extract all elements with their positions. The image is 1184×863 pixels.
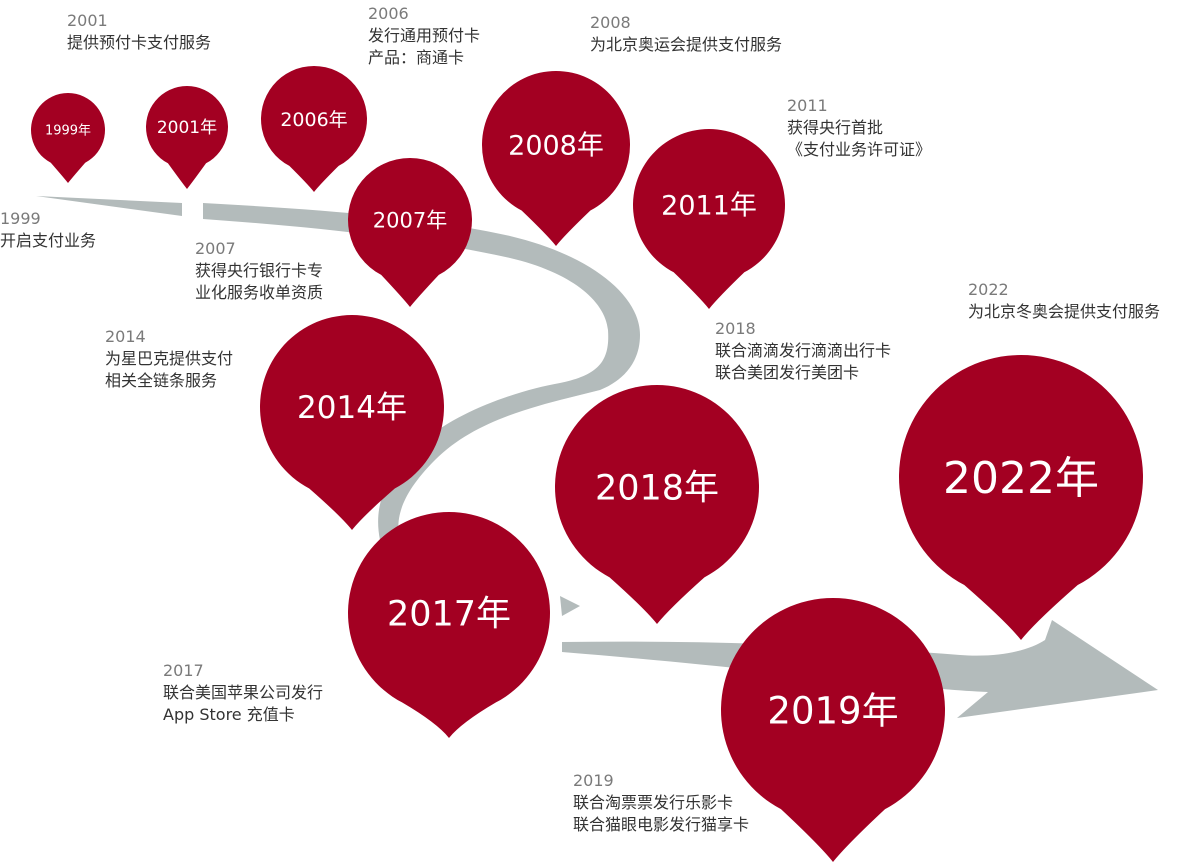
- milestone-text: 为星巴克提供支付: [105, 349, 234, 368]
- pin-year-label: 2008年: [508, 131, 604, 162]
- pin-year-label: 2018年: [595, 469, 719, 509]
- milestone-text: 获得央行首批: [787, 118, 884, 137]
- milestone-note-2007: 2007 获得央行银行卡专 业化服务收单资质: [195, 238, 323, 304]
- map-pin-icon: [348, 511, 550, 738]
- map-pin-icon: [261, 66, 367, 192]
- milestone-note-2017: 2017 联合美国苹果公司发行 App Store 充值卡: [163, 660, 323, 726]
- timeline-pin-2018: 2018年: [554, 385, 759, 624]
- timeline-pin-2006: 2006年: [261, 66, 367, 192]
- map-pin-icon: [260, 315, 444, 530]
- milestone-year: 2008: [590, 13, 631, 32]
- timeline-pin-2007: 2007年: [348, 158, 472, 307]
- milestone-year: 2018: [715, 319, 756, 338]
- map-pin-icon: [348, 158, 472, 307]
- milestone-text: 联合美团发行美团卡: [715, 363, 860, 382]
- milestone-year: 2019: [573, 771, 614, 790]
- map-pin-icon: [554, 385, 759, 624]
- pin-year-label: 2017年: [387, 595, 511, 635]
- milestone-note-1999: 1999 开启支付业务: [0, 208, 96, 252]
- milestone-text: App Store 充值卡: [163, 705, 295, 724]
- pin-year-label: 2007年: [373, 209, 447, 233]
- timeline-path-segment: [36, 196, 182, 216]
- map-pin-icon: [145, 85, 228, 189]
- map-pin-icon: [898, 354, 1143, 640]
- timeline-pin-2001: 2001年: [145, 85, 228, 189]
- timeline-pin-2019: 2019年: [721, 598, 945, 862]
- milestone-text: 联合猫眼电影发行猫享卡: [573, 815, 750, 834]
- timeline-path-segment: [203, 203, 640, 540]
- milestone-year: 2022: [968, 280, 1009, 299]
- milestone-text: 获得央行银行卡专: [195, 261, 324, 280]
- timeline-pin-2022: 2022年: [898, 354, 1143, 640]
- milestone-note-2011: 2011 获得央行首批 《支付业务许可证》: [787, 95, 931, 161]
- milestone-text: 提供预付卡支付服务: [67, 33, 212, 52]
- milestone-text: 联合滴滴发行滴滴出行卡: [715, 341, 892, 360]
- milestone-year: 1999: [0, 209, 41, 228]
- pin-year-label: 2019年: [767, 689, 898, 732]
- milestone-year: 2011: [787, 96, 828, 115]
- milestone-text: 《支付业务许可证》: [787, 140, 932, 159]
- pin-year-label: 2014年: [297, 390, 407, 426]
- map-pin-icon: [482, 71, 630, 246]
- timeline-pins: 1999年 2001年 2006年 2007年 2008年 2011年 2014年 2017年…: [31, 66, 1143, 862]
- timeline-pin-2017: 2017年: [348, 511, 550, 738]
- map-pin-icon: [721, 598, 945, 862]
- timeline-pin-1999: 1999年: [31, 93, 106, 183]
- timeline-path-segment: [560, 596, 580, 616]
- milestone-note-2001: 2001 提供预付卡支付服务: [67, 10, 211, 54]
- milestone-text: 为北京冬奥会提供支付服务: [968, 302, 1161, 321]
- milestone-note-2019: 2019 联合淘票票发行乐影卡 联合猫眼电影发行猫享卡: [573, 770, 749, 836]
- milestone-text: 联合美国苹果公司发行: [163, 683, 324, 702]
- milestone-year: 2014: [105, 327, 146, 346]
- milestone-year: 2017: [163, 661, 204, 680]
- milestone-text: 联合淘票票发行乐影卡: [573, 793, 734, 812]
- pin-year-label: 2011年: [661, 191, 757, 222]
- timeline-pin-2011: 2011年: [632, 128, 786, 309]
- milestone-note-2014: 2014 为星巴克提供支付 相关全链条服务: [105, 326, 233, 392]
- milestone-note-2018: 2018 联合滴滴发行滴滴出行卡 联合美团发行美团卡: [715, 318, 891, 384]
- pin-year-label: 1999年: [45, 124, 91, 139]
- milestone-text: 业化服务收单资质: [195, 283, 324, 302]
- milestone-text: 发行通用预付卡: [368, 26, 481, 45]
- milestone-note-2008: 2008 为北京奥运会提供支付服务: [590, 12, 782, 56]
- timeline-pin-2008: 2008年: [482, 71, 630, 246]
- milestone-year: 2001: [67, 11, 108, 30]
- map-pin-icon: [632, 128, 786, 309]
- pin-year-label: 2001年: [157, 118, 217, 138]
- timeline-pin-2014: 2014年: [260, 315, 444, 530]
- milestone-text: 为北京奥运会提供支付服务: [590, 35, 783, 54]
- milestone-year: 2006: [368, 4, 409, 23]
- pin-year-label: 2006年: [280, 109, 347, 131]
- milestone-text: 相关全链条服务: [105, 371, 218, 390]
- milestone-text: 开启支付业务: [0, 231, 97, 250]
- milestone-year: 2007: [195, 239, 236, 258]
- milestone-note-2006: 2006 发行通用预付卡 产品：商通卡: [368, 3, 480, 69]
- pin-year-label: 2022年: [943, 453, 1099, 504]
- milestone-text: 产品：商通卡: [368, 48, 465, 67]
- map-pin-icon: [31, 93, 106, 183]
- milestone-note-2022: 2022 为北京冬奥会提供支付服务: [968, 279, 1160, 323]
